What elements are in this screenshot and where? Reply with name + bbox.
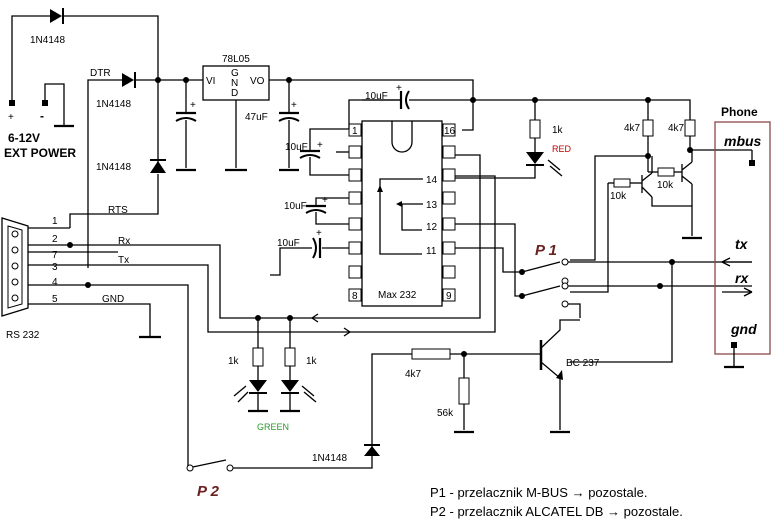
phone-title: Phone <box>721 105 758 119</box>
note-line-1: P1 - przelacznik M-BUS → pozostale. <box>430 485 647 500</box>
svg-text:13: 13 <box>426 200 438 211</box>
note-line-2: P2 - przelacznik ALCATEL DB → pozostale. <box>430 504 683 519</box>
svg-text:4k7: 4k7 <box>668 123 685 134</box>
power-ext-label: EXT POWER <box>4 146 76 160</box>
lower-driver: 4k7 56k BC 237 1N4148 P 2 <box>186 319 600 500</box>
svg-text:2: 2 <box>52 234 58 245</box>
cap-47uf-label: 47uF <box>245 112 268 123</box>
max232-chip: Max 232 1 8 16 9 14 13 12 11 <box>348 120 456 307</box>
phone-tx: tx <box>735 236 749 252</box>
svg-text:4k7: 4k7 <box>405 369 422 380</box>
svg-text:8: 8 <box>352 291 358 302</box>
svg-text:10uF: 10uF <box>277 238 300 249</box>
phone-mbus: mbus <box>724 133 762 149</box>
svg-text:12: 12 <box>426 222 438 233</box>
p1-label: P 1 <box>535 242 557 259</box>
svg-text:5: 5 <box>52 294 58 305</box>
power-voltage-label: 6-12V <box>8 131 40 145</box>
svg-text:4k7: 4k7 <box>624 123 641 134</box>
svg-text:1N4148: 1N4148 <box>312 453 347 464</box>
regulator-n: N <box>231 78 238 89</box>
dtr-label: DTR <box>90 68 111 79</box>
svg-text:+: + <box>190 100 196 111</box>
svg-text:+: + <box>396 83 402 94</box>
mbus-interface: 4k7 4k7 10k 10k <box>473 97 752 293</box>
rs232-connector: RS 232 1 2 7 3 4 5 Rx Tx GND <box>1 154 496 468</box>
svg-text:10uF: 10uF <box>285 142 308 153</box>
regulator-vo: VO <box>250 76 265 87</box>
regulator-name: 78L05 <box>222 54 250 65</box>
rx-label: Rx <box>118 236 130 247</box>
svg-text:+: + <box>317 140 323 151</box>
phone-rx: rx <box>735 270 749 286</box>
svg-text:7: 7 <box>52 250 58 261</box>
svg-text:10uF: 10uF <box>365 91 388 102</box>
regulator-vi: VI <box>206 76 215 87</box>
svg-text:+: + <box>316 228 322 239</box>
svg-text:4: 4 <box>52 277 58 288</box>
p2-label: P 2 <box>197 483 220 500</box>
phone-connector: Phone mbus tx rx gnd <box>714 105 771 369</box>
svg-text:9: 9 <box>446 291 452 302</box>
diode-dtr-label: 1N4148 <box>96 99 131 110</box>
svg-text:1: 1 <box>352 126 358 137</box>
voltage-regulator: 78L05 VI G N D VO + + 47uF <box>175 54 474 172</box>
charge-pump-caps: 10uF + 10uF + 10uF + 10uF + <box>270 83 476 276</box>
green-label: GREEN <box>257 422 289 432</box>
regulator-d: D <box>231 88 238 99</box>
svg-text:16: 16 <box>444 126 456 137</box>
gnd-label: GND <box>102 294 124 305</box>
power-minus-label: - <box>40 109 44 123</box>
rs232-label: RS 232 <box>6 330 40 341</box>
rts-label: RTS <box>108 205 128 216</box>
tx-label: Tx <box>118 255 129 266</box>
svg-text:3: 3 <box>52 262 58 273</box>
regulator-g: G <box>231 68 239 79</box>
power-plus-label: + <box>8 112 14 123</box>
svg-text:+: + <box>291 100 297 111</box>
svg-text:56k: 56k <box>437 408 454 419</box>
svg-text:10k: 10k <box>657 180 674 191</box>
svg-text:1k: 1k <box>228 356 240 367</box>
red-label: RED <box>552 144 572 154</box>
status-leds: 1k 1k GREEN 1k RED <box>228 97 572 432</box>
ic-name: Max 232 <box>378 290 417 301</box>
svg-text:+: + <box>322 195 328 206</box>
svg-text:11: 11 <box>426 246 437 257</box>
svg-text:BC 237: BC 237 <box>566 358 600 369</box>
svg-text:10k: 10k <box>610 191 627 202</box>
power-input: 1N4148 + - 6-12V EXT POWER DTR 1N4148 1N… <box>4 8 203 268</box>
svg-text:1: 1 <box>52 216 58 227</box>
phone-gnd: gnd <box>730 321 757 337</box>
diode-top-label: 1N4148 <box>30 35 65 46</box>
diode-rts-label: 1N4148 <box>96 162 131 173</box>
svg-text:1k: 1k <box>552 125 564 136</box>
power-minus-terminal <box>42 100 48 106</box>
power-plus-terminal <box>9 100 15 106</box>
svg-text:10uF: 10uF <box>284 201 307 212</box>
switch-p1[interactable]: P 1 <box>455 223 752 363</box>
svg-text:14: 14 <box>426 175 438 186</box>
svg-text:1k: 1k <box>306 356 318 367</box>
